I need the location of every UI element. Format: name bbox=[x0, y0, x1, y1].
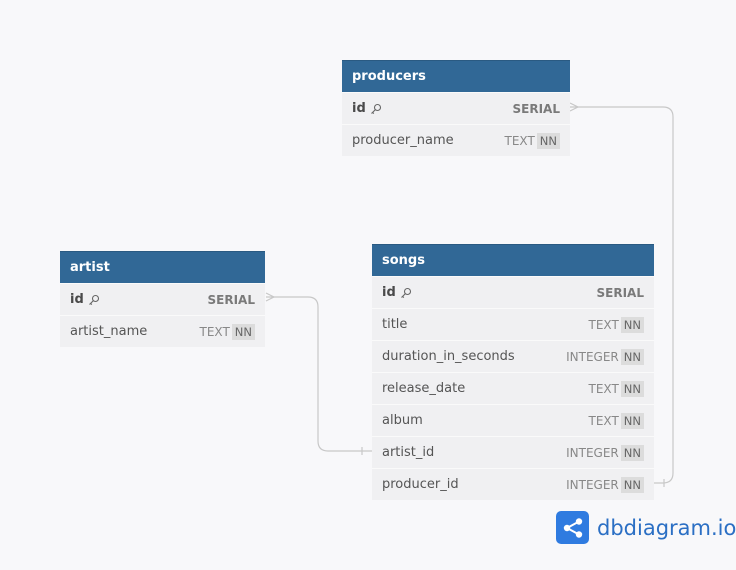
column-type: TEXT bbox=[588, 413, 619, 428]
column-name: release_date bbox=[382, 381, 466, 396]
share-nodes-icon bbox=[556, 511, 589, 544]
not-null-badge: NN bbox=[620, 316, 644, 333]
column-type: SERIAL bbox=[512, 101, 560, 116]
key-icon bbox=[370, 103, 382, 115]
key-icon bbox=[400, 287, 412, 299]
column-name: artist_id bbox=[382, 445, 435, 460]
connector-producer-arrow bbox=[569, 102, 580, 112]
connector-artist-arrow bbox=[265, 292, 276, 302]
column-name: id bbox=[382, 285, 396, 300]
table-header[interactable]: songs bbox=[372, 244, 654, 276]
column-type: INTEGER bbox=[566, 349, 619, 364]
not-null-badge: NN bbox=[620, 380, 644, 397]
column-type: TEXT bbox=[504, 133, 535, 148]
column-name: title bbox=[382, 317, 408, 332]
not-null-badge: NN bbox=[620, 412, 644, 429]
column-row[interactable]: id SERIAL bbox=[372, 276, 654, 308]
not-null-badge: NN bbox=[620, 444, 644, 461]
brand-logo-link[interactable]: dbdiagram.io bbox=[556, 511, 736, 544]
column-type: TEXT bbox=[588, 317, 619, 332]
table-header[interactable]: producers bbox=[342, 60, 570, 92]
table-artist[interactable]: artist id SERIAL artist_name TEXT NN bbox=[60, 251, 265, 347]
column-type: SERIAL bbox=[207, 292, 255, 307]
column-type: INTEGER bbox=[566, 445, 619, 460]
column-row[interactable]: release_date TEXT NN bbox=[372, 372, 654, 404]
column-row[interactable]: duration_in_seconds INTEGER NN bbox=[372, 340, 654, 372]
key-icon bbox=[88, 294, 100, 306]
column-row[interactable]: artist_id INTEGER NN bbox=[372, 436, 654, 468]
table-songs[interactable]: songs id SERIAL title TEXT NN duration_i… bbox=[372, 244, 654, 500]
column-row[interactable]: id SERIAL bbox=[342, 92, 570, 124]
not-null-badge: NN bbox=[620, 476, 644, 493]
column-row[interactable]: producer_name TEXT NN bbox=[342, 124, 570, 156]
not-null-badge: NN bbox=[620, 348, 644, 365]
column-row[interactable]: producer_id INTEGER NN bbox=[372, 468, 654, 500]
column-name: producer_id bbox=[382, 477, 459, 492]
connector-artist bbox=[266, 296, 372, 452]
column-name: album bbox=[382, 413, 423, 428]
column-row[interactable]: artist_name TEXT NN bbox=[60, 315, 265, 347]
column-type: INTEGER bbox=[566, 477, 619, 492]
connector-producer bbox=[570, 106, 674, 484]
column-name: duration_in_seconds bbox=[382, 349, 515, 364]
column-name: artist_name bbox=[70, 324, 148, 339]
not-null-badge: NN bbox=[231, 323, 255, 340]
table-producers[interactable]: producers id SERIAL producer_name TEXT N… bbox=[342, 60, 570, 156]
column-row[interactable]: title TEXT NN bbox=[372, 308, 654, 340]
column-type: SERIAL bbox=[596, 285, 644, 300]
column-row[interactable]: album TEXT NN bbox=[372, 404, 654, 436]
column-row[interactable]: id SERIAL bbox=[60, 283, 265, 315]
table-header[interactable]: artist bbox=[60, 251, 265, 283]
column-name: id bbox=[70, 292, 84, 307]
column-type: TEXT bbox=[199, 324, 230, 339]
column-type: TEXT bbox=[588, 381, 619, 396]
column-name: producer_name bbox=[352, 133, 454, 148]
brand-name: dbdiagram.io bbox=[597, 515, 736, 540]
column-name: id bbox=[352, 101, 366, 116]
not-null-badge: NN bbox=[536, 132, 560, 149]
